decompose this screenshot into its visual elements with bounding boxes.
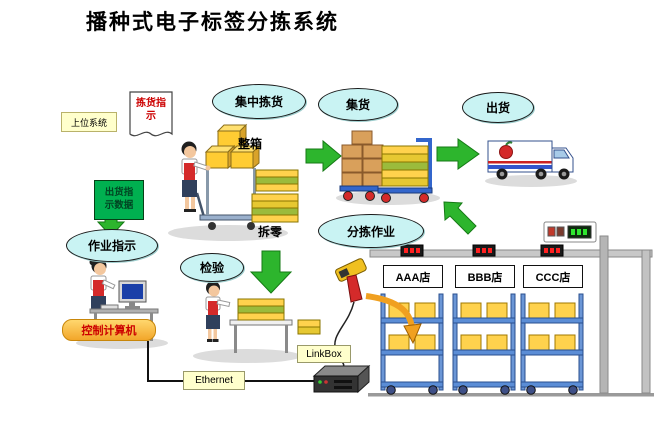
arrow-down-icon <box>249 250 293 294</box>
store-rack <box>520 293 584 395</box>
stage-ellipse-work-instruction: 作业指示 <box>66 229 158 262</box>
electronic-label-module-icon <box>543 221 597 243</box>
full-case-label: 整箱 <box>238 137 263 151</box>
arrow-up-left-icon <box>443 201 477 235</box>
arrow-right-icon <box>305 139 342 173</box>
store-rack <box>452 293 516 395</box>
picking-instruction-note: 拣货指示 <box>136 98 166 122</box>
stage-ellipse-sorting-operation: 分拣作业 <box>318 214 424 248</box>
picking-station-illustration <box>168 123 299 241</box>
flow-arrows <box>96 138 480 294</box>
led-display-icon <box>400 244 424 257</box>
linkbox-label: LinkBox <box>297 345 351 363</box>
picking-instruction-doc-shape <box>129 91 173 137</box>
arrow-right-icon <box>436 138 480 170</box>
led-display-icon <box>472 244 496 257</box>
store-header-ccc: CCC店 <box>523 265 583 288</box>
stage-ellipse-inspection: 检验 <box>180 253 244 282</box>
scan-to-shelf-arrow <box>365 293 422 345</box>
stage-ellipse-consolidation: 集货 <box>318 88 398 121</box>
control-computer-label: 控制计算机 <box>62 319 156 341</box>
stage-ellipse-shipping: 出货 <box>462 92 534 123</box>
barcode-scanner-icon <box>334 258 367 369</box>
stage-ellipse-central-picking: 集中拣货 <box>212 84 306 119</box>
ethernet-label: Ethernet <box>183 371 245 390</box>
store-rack <box>380 293 444 395</box>
shipping-data-text: 出货指示数据 <box>104 187 134 211</box>
shipping-data-box: 出货指示数据 <box>94 180 144 220</box>
break-case-label: 拆零 <box>258 225 283 239</box>
store-header-bbb: BBB店 <box>455 265 515 288</box>
linkbox-device-icon <box>312 364 371 394</box>
led-display-icon <box>540 244 564 257</box>
store-header-aaa: AAA店 <box>383 265 443 288</box>
network-cable-lines <box>147 341 314 382</box>
inspection-station-illustration <box>193 281 321 363</box>
consolidation-carts-illustration <box>336 130 440 205</box>
page-title: 播种式电子标签分拣系统 <box>86 10 339 34</box>
host-system-note: 上位系统 <box>61 112 117 132</box>
delivery-truck-icon <box>485 140 577 187</box>
store-shelves-illustration <box>368 221 654 397</box>
